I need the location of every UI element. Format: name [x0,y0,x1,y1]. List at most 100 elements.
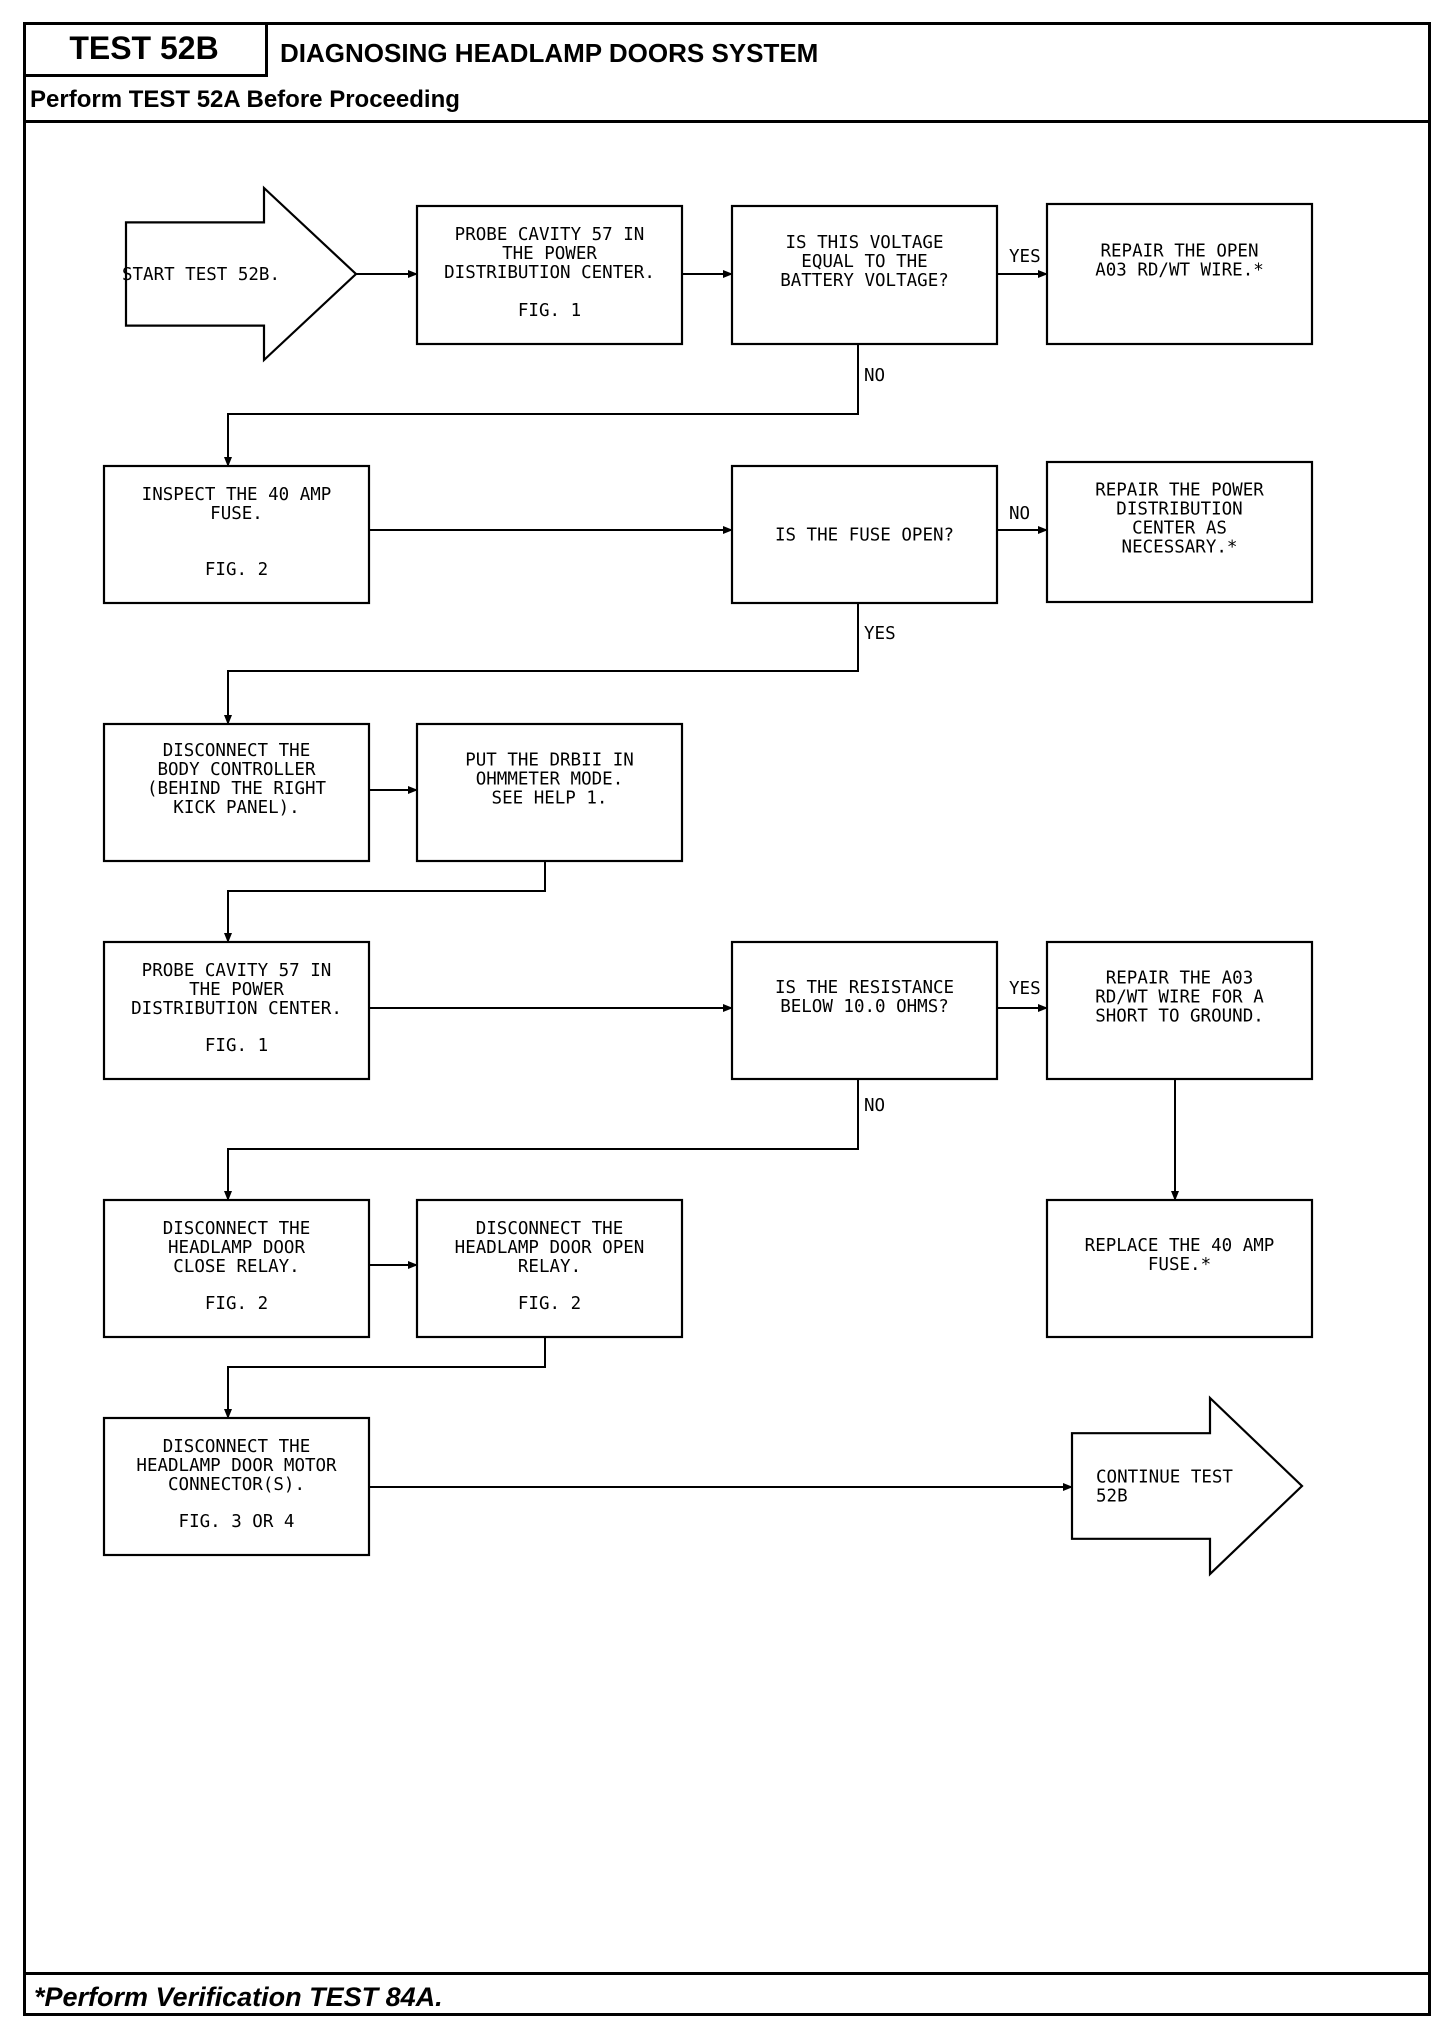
node-text-line: REPLACE THE 40 AMP [1085,1236,1275,1256]
figure-reference: FIG. 3 OR 4 [179,1512,295,1532]
edge-label-yes: YES [1009,979,1041,999]
box-shape [730,940,999,1081]
box-shape [730,464,999,605]
node-text-line: FUSE. [210,504,263,524]
arrow-shape [1070,1395,1304,1577]
prerequisite-note: Perform TEST 52A Before Proceeding [30,86,460,113]
node-text-line: DISCONNECT THE [163,741,311,761]
node-text-line: HEADLAMP DOOR MOTOR [136,1456,337,1476]
node-text-line: DISCONNECT THE [476,1219,624,1239]
box-shape [1045,460,1314,604]
box-shape [102,1416,371,1557]
node-text-line: DISCONNECT THE [163,1219,311,1239]
node-text-line: RD/WT WIRE FOR A [1095,988,1264,1008]
node-text-line: IS THE RESISTANCE [775,978,954,998]
box-shape [102,722,371,863]
node-text-line: INSPECT THE 40 AMP [142,485,332,505]
node-text-line: 52B [1096,1487,1128,1507]
edge-q-voltage-to-inspect-fuse [224,344,859,467]
page-frame [23,22,1431,2016]
test-label: TEST 52B [23,22,268,77]
node-text-line: CONTINUE TEST [1096,1468,1233,1488]
footer-divider [23,1972,1431,1975]
box-shape [102,940,371,1081]
footer-note: *Perform Verification TEST 84A. [34,1982,443,2012]
node-text-line: SEE HELP 1. [492,789,608,809]
node-text-line: CENTER AS [1132,519,1227,539]
node-text-line: DISTRIBUTION CENTER. [131,999,342,1019]
figure-reference: FIG. 1 [518,301,581,321]
edge-label-yes: YES [864,624,896,644]
node-text-line: HEADLAMP DOOR [168,1238,305,1258]
figure-reference: FIG. 1 [205,1036,268,1056]
node-q-fuse: IS THE FUSE OPEN? [730,464,999,605]
box-shape [730,204,999,346]
node-text-line: OHMMETER MODE. [476,770,624,790]
node-text-line: KICK PANEL). [173,798,299,818]
node-text-line: IS THE FUSE OPEN? [775,526,954,546]
node-text-line: DISTRIBUTION [1116,500,1242,520]
node-text-line: REPAIR THE OPEN [1100,242,1258,262]
node-text-line: HEADLAMP DOOR OPEN [455,1238,645,1258]
edge-label-yes: YES [1009,247,1041,267]
node-text-line: (BEHIND THE RIGHT [147,779,327,799]
edge-drbii-to-probe2 [224,861,546,943]
edge-disc-open-to-disc-motor [224,1337,546,1419]
figure-reference: FIG. 2 [518,1294,581,1314]
node-start: START TEST 52B. [122,185,358,363]
box-shape [1045,940,1314,1081]
node-text-line: NECESSARY.* [1122,538,1238,558]
edge-label-no: NO [864,1096,885,1116]
box-shape [415,1198,684,1339]
edge-label-no: NO [1009,504,1030,524]
node-text-line: THE POWER [502,244,597,264]
node-text-line: BATTERY VOLTAGE? [780,271,949,291]
node-text-line: REPAIR THE A03 [1106,969,1254,989]
node-text-line: START TEST 52B. [122,265,280,285]
header-divider [23,120,1431,123]
box-shape [1045,1198,1314,1339]
edge-label-no: NO [864,366,885,386]
box-shape [102,1198,371,1339]
box-shape [1045,202,1314,346]
node-text-line: PROBE CAVITY 57 IN [142,961,332,981]
node-text-line: RELAY. [518,1257,581,1277]
node-text-line: THE POWER [189,980,284,1000]
box-shape [415,722,684,863]
node-text-line: A03 RD/WT WIRE.* [1095,261,1264,281]
node-text-line: REPAIR THE POWER [1095,481,1264,501]
node-text-line: PUT THE DRBII IN [465,751,634,771]
box-shape [415,204,684,346]
edge-q-fuse-to-disc-body [224,603,859,725]
node-text-line: PROBE CAVITY 57 IN [455,225,645,245]
node-text-line: FUSE.* [1148,1255,1211,1275]
edge-q-resist-to-disc-close [224,1079,859,1201]
node-text-line: DISTRIBUTION CENTER. [444,263,655,283]
figure-reference: FIG. 2 [205,560,268,580]
node-text-line: DISCONNECT THE [163,1437,311,1457]
node-text-line: SHORT TO GROUND. [1095,1007,1264,1027]
figure-reference: FIG. 2 [205,1294,268,1314]
node-text-line: IS THIS VOLTAGE [785,233,943,253]
box-shape [102,464,371,605]
node-text-line: CLOSE RELAY. [173,1257,299,1277]
node-text-line: EQUAL TO THE [801,252,927,272]
arrow-shape [124,185,358,363]
node-text-line: CONNECTOR(S). [168,1475,305,1495]
page-title: DIAGNOSING HEADLAMP DOORS SYSTEM [280,38,819,68]
